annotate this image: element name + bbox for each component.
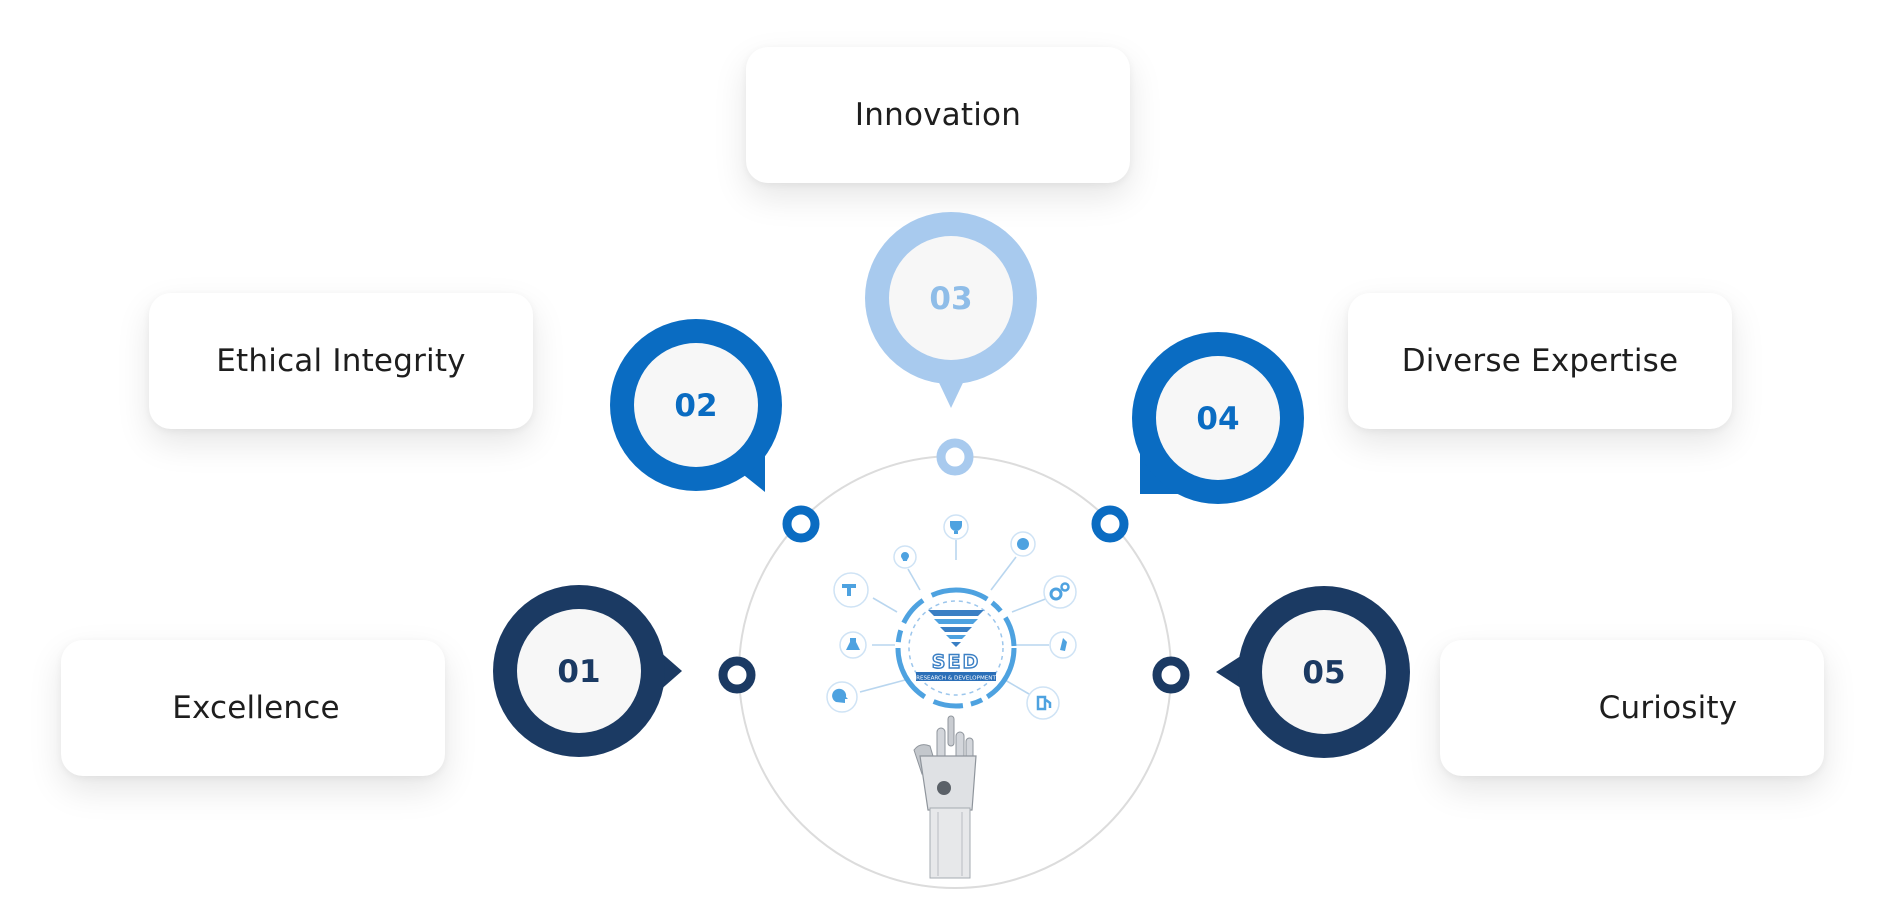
card-excellence: Excellence (61, 640, 445, 776)
card-curiosity: Curiosity (1440, 640, 1824, 776)
ring-node-02 (782, 505, 820, 543)
gears-icon (1043, 575, 1077, 609)
lightbulb-icon (893, 545, 917, 569)
card-innovation: Innovation (746, 47, 1130, 183)
ring-node-03 (936, 438, 974, 476)
head-idea-icon (826, 681, 858, 713)
hub-spokes (859, 540, 1049, 695)
rocket-icon (1049, 631, 1077, 659)
badge-number: 01 (557, 654, 600, 690)
badge-03: 03 (865, 212, 1037, 408)
hub-illustration: SED RESEARCH & DEVELOPMENT (826, 514, 1077, 879)
badge-05: 05 (1216, 586, 1410, 758)
hub-logo-banner (916, 672, 996, 681)
card-label: Excellence (172, 690, 340, 726)
card-label: Ethical Integrity (216, 343, 466, 379)
hub-gear-ring-outer (895, 587, 1017, 709)
trophy-icon (943, 514, 969, 540)
hub-logo-subtext: RESEARCH & DEVELOPMENT (916, 676, 996, 682)
hub-logo-text: SED (932, 651, 980, 673)
ring-node-04 (1091, 505, 1129, 543)
card-label: Diverse Expertise (1401, 343, 1679, 379)
badge-04: 04 (1132, 332, 1304, 504)
card-diverse-expertise: Diverse Expertise (1348, 293, 1732, 429)
faucet-icon (833, 572, 869, 608)
robot-hand-icon (913, 715, 977, 879)
gauge-icon (1010, 531, 1036, 557)
badge-02: 02 (610, 319, 782, 492)
ring-node-01 (718, 656, 756, 694)
fuel-icon (1026, 686, 1060, 720)
flask-icon (839, 631, 867, 659)
card-ethical-integrity: Ethical Integrity (149, 293, 533, 429)
badge-number: 03 (929, 281, 972, 317)
sed-logo-icon: SED RESEARCH & DEVELOPMENT (916, 610, 996, 682)
card-label: Innovation (854, 97, 1022, 133)
ring-node-05 (1152, 656, 1190, 694)
badge-number: 05 (1302, 655, 1345, 691)
hub-gear-ring-inner (908, 600, 1004, 696)
badge-01: 01 (493, 585, 682, 757)
card-label: Curiosity (1598, 690, 1738, 726)
badge-number: 04 (1196, 401, 1239, 437)
badge-number: 02 (674, 388, 717, 424)
